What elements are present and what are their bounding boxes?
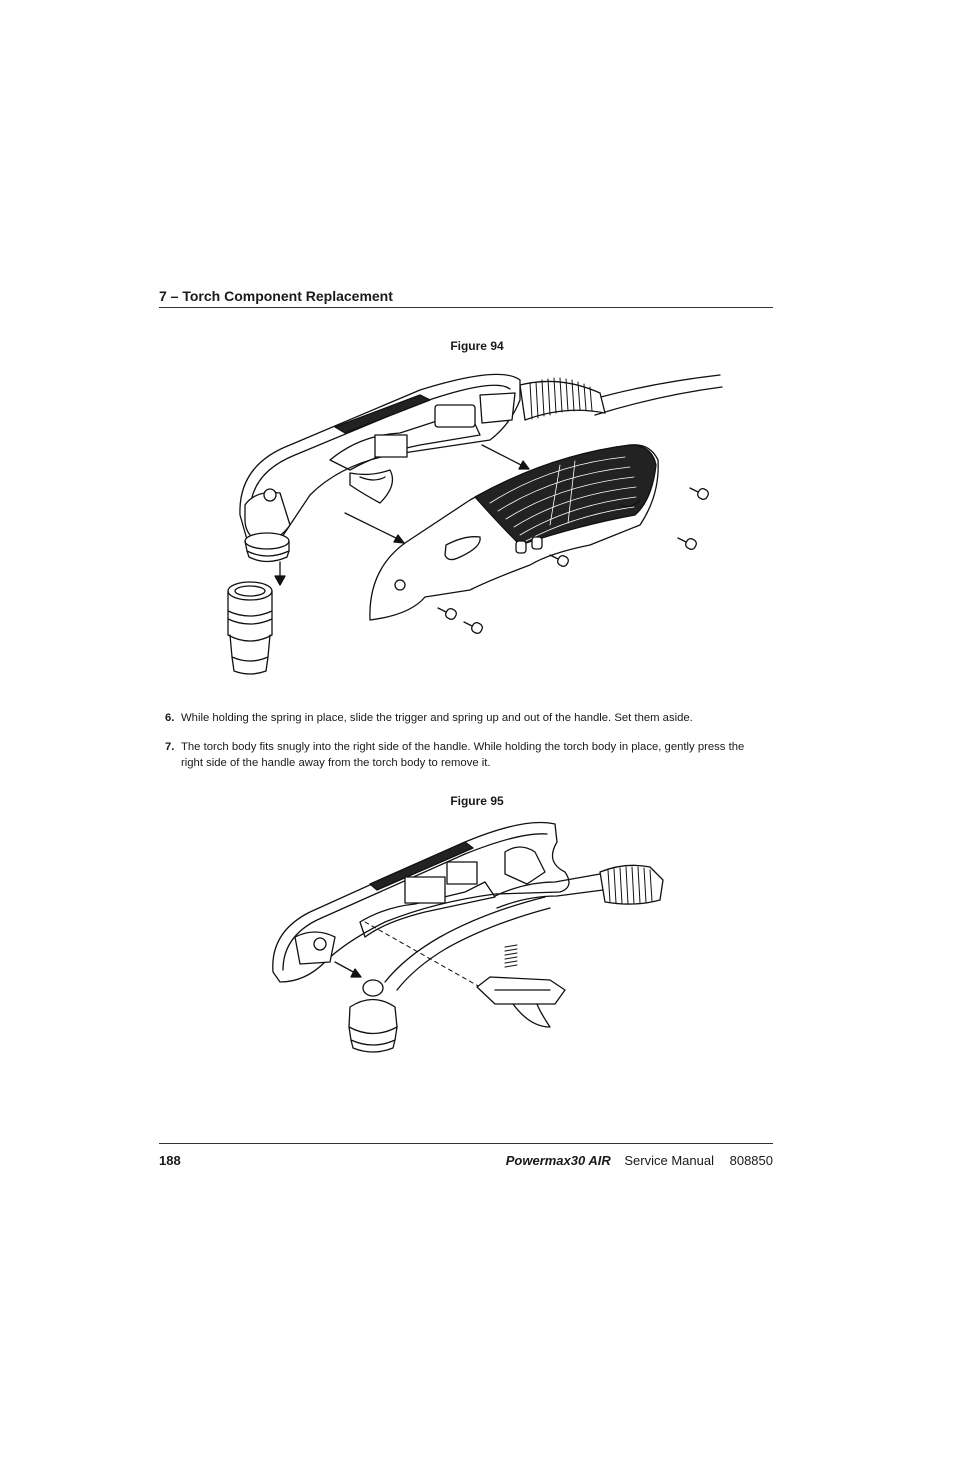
- product-name: Powermax30 AIR: [505, 1153, 611, 1168]
- footer-publication: Powermax30 AIR Service Manual 808850: [506, 1153, 773, 1168]
- header-rule: [159, 307, 773, 308]
- step-number: 6.: [165, 712, 175, 724]
- figure-95-caption: Figure 95: [450, 794, 504, 808]
- step-text: The torch body fits snugly into the righ…: [181, 741, 745, 769]
- part-number: 808850: [729, 1153, 773, 1168]
- step-text: While holding the spring in place, slide…: [181, 712, 693, 724]
- figure-94-caption: Figure 94: [450, 339, 504, 353]
- step-number: 7.: [165, 741, 175, 753]
- figure-94-illustration: [227, 373, 723, 675]
- page-number: 188: [159, 1153, 181, 1168]
- chapter-header: 7 – Torch Component Replacement: [159, 288, 393, 304]
- manual-title: Service Manual: [624, 1153, 714, 1168]
- figure-95-illustration: [272, 821, 664, 1053]
- footer-rule: [159, 1143, 773, 1144]
